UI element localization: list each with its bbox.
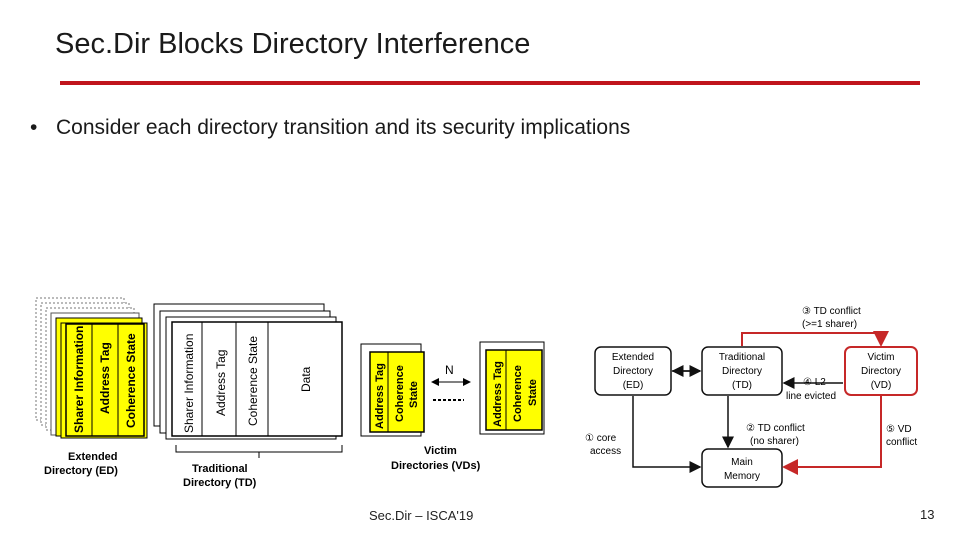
slide-title: Sec.Dir Blocks Directory Interference bbox=[55, 28, 531, 60]
ed-col-sharer: Sharer Information bbox=[72, 326, 86, 433]
ed-box-line1: Extended bbox=[612, 352, 654, 363]
td-box-line2: Directory bbox=[722, 366, 762, 377]
ed-col-state: Coherence State bbox=[124, 333, 138, 428]
ed-box bbox=[594, 346, 672, 396]
vd1-col-coh: Coherence bbox=[394, 365, 406, 422]
vd2-col-tag: Address Tag bbox=[492, 361, 504, 427]
vd1-col-state: State bbox=[408, 381, 420, 408]
vd1-table bbox=[369, 351, 425, 433]
td-box-line3: (TD) bbox=[732, 380, 752, 391]
arrow-core-access bbox=[632, 396, 702, 473]
vd-caption-1: Victim bbox=[424, 445, 457, 457]
ed-box-line3: (ED) bbox=[623, 380, 644, 391]
step3-line2: (>=1 sharer) bbox=[802, 319, 857, 330]
td-col-data: Data bbox=[299, 366, 313, 392]
step1-line1: ① core bbox=[585, 433, 617, 444]
td-caption-1: Traditional bbox=[192, 463, 248, 475]
page-number: 13 bbox=[920, 507, 935, 522]
ed-col-tag: Address Tag bbox=[98, 342, 112, 414]
arrow-vd-mem bbox=[782, 396, 882, 475]
directory-structures-diagram: Sharer Information Address Tag Coherence… bbox=[35, 297, 545, 489]
vd2-col-state: State bbox=[527, 379, 539, 406]
step1-line2: access bbox=[590, 446, 621, 457]
step2-line1: ② TD conflict bbox=[746, 423, 805, 434]
bullet-dot: • bbox=[30, 116, 38, 139]
vd2-col-coh: Coherence bbox=[512, 365, 524, 422]
vd1-col-tag: Address Tag bbox=[374, 363, 386, 429]
bullet-item: • Consider each directory transition and … bbox=[30, 116, 630, 140]
step5-line2: conflict bbox=[886, 437, 917, 448]
ed-caption-2: Directory (ED) bbox=[44, 465, 118, 477]
vd-n-label: N bbox=[445, 363, 454, 377]
ed-caption-1: Extended bbox=[68, 451, 118, 463]
directory-transition-diagram: Extended Directory (ED) Traditional Dire… bbox=[585, 306, 918, 488]
step4-line2: line evicted bbox=[786, 391, 836, 402]
td-col-tag: Address Tag bbox=[214, 350, 228, 417]
mem-box-line1: Main bbox=[731, 457, 753, 468]
mem-box-line2: Memory bbox=[724, 471, 760, 482]
td-box bbox=[701, 346, 783, 396]
td-col-sharer: Sharer Information bbox=[182, 334, 196, 433]
td-box-line1: Traditional bbox=[719, 352, 765, 363]
arrow-td-vd bbox=[741, 331, 889, 347]
step3-line1: ③ TD conflict bbox=[802, 306, 861, 317]
td-table bbox=[171, 321, 343, 437]
vd-caption-2: Directories (VDs) bbox=[391, 460, 481, 472]
td-brace bbox=[175, 445, 343, 458]
bullet-text: Consider each directory transition and i… bbox=[56, 116, 631, 139]
vd-box bbox=[844, 346, 918, 396]
ed-box-line2: Directory bbox=[613, 366, 653, 377]
title-divider bbox=[60, 81, 920, 85]
vd-box-line2: Directory bbox=[861, 366, 901, 377]
ed-table bbox=[65, 323, 145, 437]
vd-box-line3: (VD) bbox=[871, 380, 892, 391]
vd2-table bbox=[485, 349, 543, 431]
vd-box-line1: Victim bbox=[867, 352, 894, 363]
td-caption-2: Directory (TD) bbox=[183, 477, 257, 489]
td-col-state: Coherence State bbox=[246, 336, 260, 426]
footer-text: Sec.Dir – ISCA'19 bbox=[369, 508, 474, 523]
step5-line1: ⑤ VD bbox=[886, 424, 912, 435]
step2-line2: (no sharer) bbox=[750, 436, 799, 447]
step4-line1: ④ L2 bbox=[803, 377, 826, 388]
